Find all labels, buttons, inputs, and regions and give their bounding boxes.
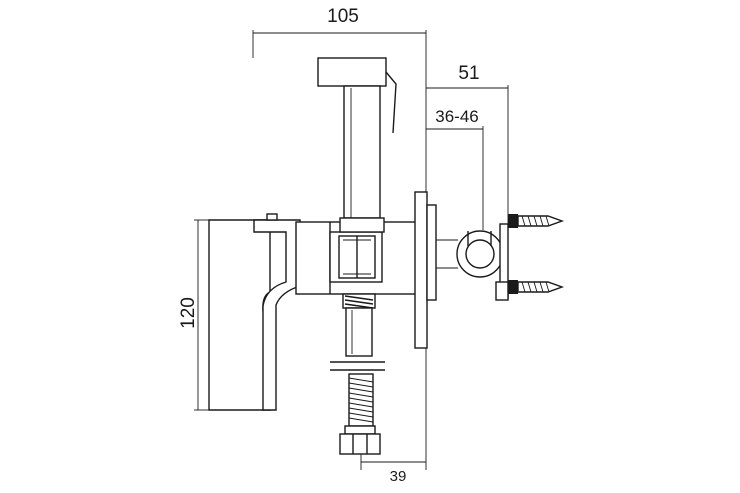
valve-body: [295, 221, 417, 295]
dimension-36-46-label: 36-46: [435, 107, 478, 126]
mounting-screw-top: [508, 214, 565, 228]
hose-break: [330, 361, 385, 371]
dimension-120-label: 120: [178, 297, 199, 329]
dimension-120: 120: [178, 219, 209, 411]
mounting-screw-bottom: [508, 280, 565, 294]
spray-holder: [317, 57, 397, 233]
dimension-51-label: 51: [458, 63, 479, 84]
hose-nut: [339, 425, 381, 455]
hose-upper-thread: [342, 293, 376, 309]
pipe-ring: [456, 223, 509, 301]
hose-pipe: [345, 307, 373, 357]
dimension-39-label: 39: [390, 468, 407, 485]
dimension-105-label: 105: [327, 6, 359, 27]
hose-coil: [348, 373, 374, 427]
wall-flange: [414, 191, 458, 349]
dimension-36-46: 36-46: [426, 107, 484, 230]
lever-handle: [208, 213, 301, 411]
